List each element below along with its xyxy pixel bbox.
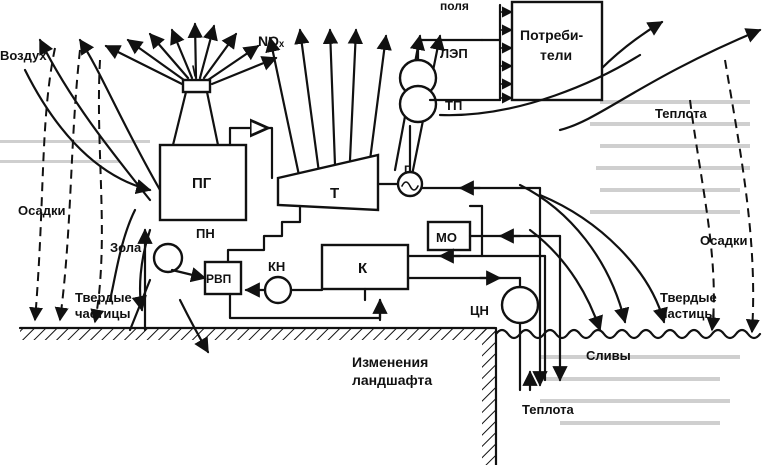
label-solids-right-2: частицы [660,306,715,321]
ash-flow [131,228,152,312]
label-nox: NOₓ [258,33,285,49]
steam-line-down [266,126,274,180]
power-line [416,3,514,104]
circulating-pump [500,285,540,325]
turbine-exhaust [226,204,302,264]
label-g: Г [404,163,411,177]
label-kn: КН [268,259,285,274]
label-air: Воздух [0,48,47,63]
generator [396,170,424,198]
label-landscape-2: ландшафта [352,372,432,388]
transformer [398,58,438,124]
feed-pump [152,242,207,283]
steam-generator [158,143,248,222]
background-text [0,100,750,425]
heat-to-sky-arrow [438,53,642,117]
label-lep: ЛЭП [440,46,468,61]
condensate-loop [228,287,388,322]
label-t: Т [330,185,339,202]
ash-arrows [108,208,210,354]
label-heat-right: Теплота [655,106,707,121]
condenser [320,243,410,291]
label-field: поля [440,0,469,13]
cooling-water-lines [406,180,568,392]
ground-step [482,326,498,465]
turbine [276,153,380,212]
condensate-pump [244,275,293,305]
label-heat-bottom: Теплота [522,402,574,417]
steam-line [228,128,268,147]
label-precip-left: Осадки [18,203,65,218]
air-inlet-arrow [23,68,152,195]
labels: Воздух NOₓ поля ЛЭП ТП Потреби- тели Теп… [0,0,747,417]
label-solids-right-1: Твердые [660,290,717,305]
label-k: К [358,260,368,277]
label-mo: МО [436,230,457,245]
chimney [171,78,220,147]
label-solids-left-1: Твердые [75,290,132,305]
emission-rays [104,22,278,86]
label-consumers-2: тели [540,47,572,63]
label-precip-right: Осадки [700,233,747,248]
label-tsn: ЦН [470,303,489,318]
label-landscape-1: Изменения [352,354,428,370]
label-pg: ПГ [192,175,212,192]
water-surface [494,328,762,340]
label-discharges: Сливы [586,348,631,363]
heat-curves-right [518,20,762,332]
label-ash: Зола [110,240,142,255]
label-tp: ТП [445,98,462,113]
ground-left [18,326,497,340]
label-pn: ПН [196,226,215,241]
precipitation-right [689,59,760,334]
precipitation-left [29,47,105,324]
label-consumers-1: Потреби- [520,27,584,43]
label-rvp: РВП [206,272,231,286]
label-solids-left-2: частицы [75,306,130,321]
